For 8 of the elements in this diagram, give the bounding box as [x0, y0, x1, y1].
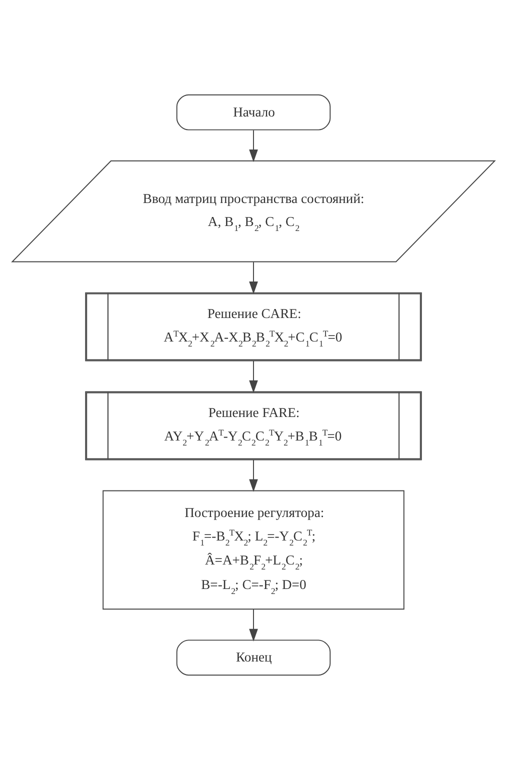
arrow	[249, 261, 258, 294]
arrow	[249, 360, 258, 392]
node-box: Конец	[176, 639, 331, 676]
arrow	[249, 129, 258, 162]
node-box: Построение регулятора: F$_{1}$=-B$_{2}$$^{T}$X$_{2}$; L$_{2}$=-Y$_{2}$C$_{2}$$^{T}$; Â=A+B$_{2}$F$_{2}$+L$_{2}$C$_{2}$; B=-L$_{2}$; C=-F$_{2}$; D=0	[102, 490, 404, 610]
arrow	[249, 458, 258, 492]
arrow	[249, 608, 258, 642]
node-box: Начало	[176, 94, 331, 130]
